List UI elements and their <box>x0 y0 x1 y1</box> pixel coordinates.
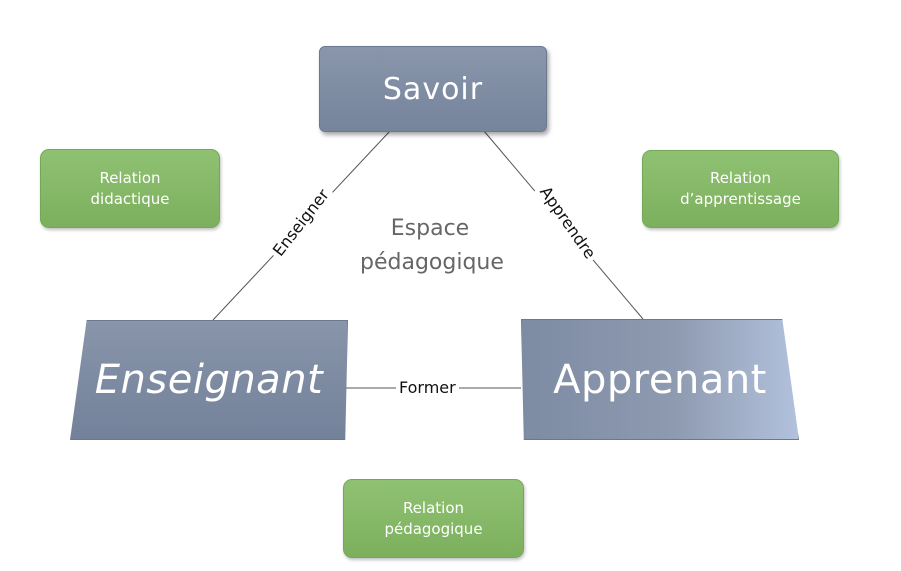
relation-pedagogique: Relation pédagogique <box>343 479 524 558</box>
edge-label-former: Former <box>396 378 459 397</box>
relation-didactique: Relation didactique <box>40 149 220 228</box>
relation-apprentissage-line2: d’apprentissage <box>680 190 801 208</box>
node-apprenant-label: Apprenant <box>553 356 767 403</box>
node-apprenant: Apprenant <box>521 319 799 440</box>
center-title-line1: Espace <box>390 216 470 241</box>
center-title-line2: pédagogique <box>360 250 504 275</box>
node-savoir: Savoir <box>319 46 547 132</box>
relation-apprentissage: Relation d’apprentissage <box>642 150 839 228</box>
node-enseignant-label: Enseignant <box>94 357 324 403</box>
node-enseignant: Enseignant <box>70 320 348 440</box>
relation-didactique-line1: Relation <box>99 168 161 187</box>
center-title: Espace pédagogique <box>360 212 504 280</box>
relation-pedagogique-line2: pédagogique <box>384 519 483 538</box>
relation-didactique-line2: didactique <box>90 189 170 208</box>
relation-apprentissage-line1: Relation <box>709 169 772 187</box>
node-savoir-label: Savoir <box>382 71 484 107</box>
relation-pedagogique-line1: Relation <box>402 498 465 517</box>
